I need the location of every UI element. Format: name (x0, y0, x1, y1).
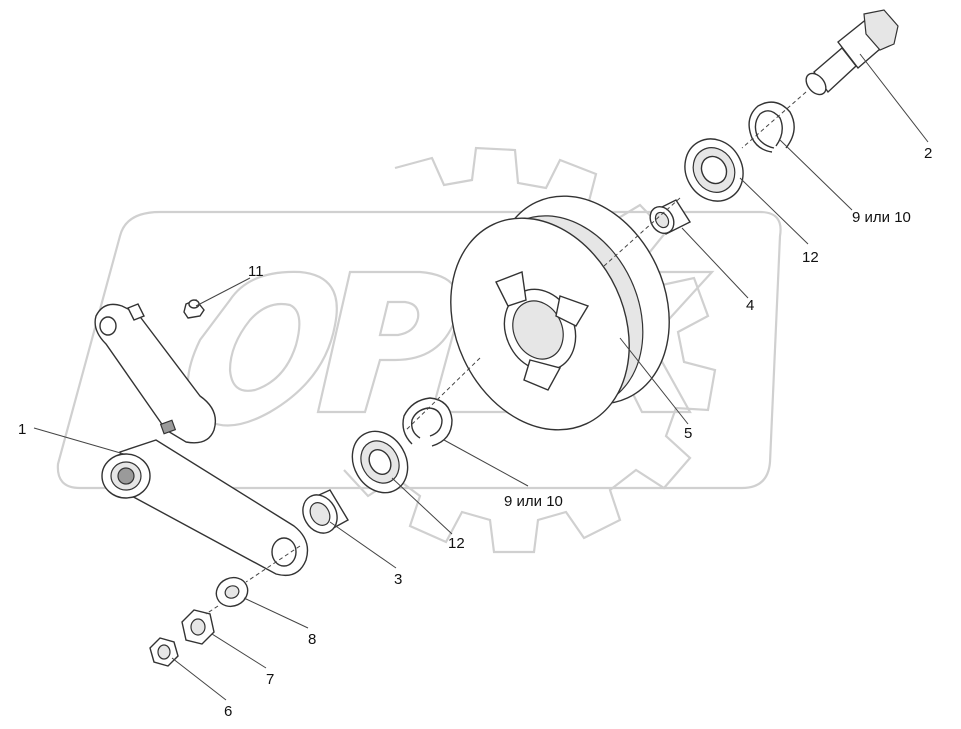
callout-label-12-lower: 12 (448, 535, 465, 552)
bushing-part-4 (649, 199, 692, 235)
watermark-rounded-frame (56, 210, 782, 490)
assembly-axis-lines (205, 91, 807, 615)
callout-label-9-or-10-lower: 9 или 10 (504, 493, 563, 510)
part-2-axle-bolt (805, 9, 899, 96)
spacer-part-3 (302, 489, 349, 534)
arm-lower-lever (119, 439, 309, 577)
callout-label-8: 8 (308, 631, 316, 648)
arm-pivot-bore (117, 467, 135, 485)
bolt-tip (805, 72, 827, 96)
callout-label-9-or-10-upper: 9 или 10 (852, 209, 911, 226)
callout-label-2: 2 (924, 145, 932, 162)
callout-leader-lines (33, 53, 929, 701)
pulley-spoke-1 (495, 271, 527, 307)
nut-part-7 (181, 609, 215, 645)
arm-upper-lever (94, 303, 217, 444)
callout-labels: 2 9 или 10 12 4 5 11 1 9 или 10 12 3 8 7… (18, 145, 932, 720)
callout-label-5: 5 (684, 425, 692, 442)
bolt-head (863, 9, 899, 51)
pulley-part-5 (450, 195, 670, 431)
callout-label-12-upper: 12 (802, 249, 819, 266)
watermark-gear-outline (343, 146, 717, 554)
retaining-ring-lower (402, 397, 453, 447)
pulley-hub-inner (512, 300, 564, 360)
pulley-spoke-3 (523, 359, 562, 391)
part-1-tensioner-arm (94, 303, 309, 577)
arm-square-slot (159, 419, 177, 435)
watermark-letter-o (186, 270, 338, 427)
callout-label-11: 11 (248, 263, 264, 280)
arm-pin (127, 303, 145, 321)
callout-label-6: 6 (224, 703, 232, 720)
locknut-part-6 (149, 637, 179, 667)
retaining-ring-upper (748, 101, 795, 153)
pulley-spoke-2 (555, 295, 590, 327)
callout-label-3: 3 (394, 571, 402, 588)
callout-label-4: 4 (746, 297, 754, 314)
bearing-upper (684, 138, 744, 202)
callout-label-7: 7 (266, 671, 274, 688)
bearing-lower (351, 430, 409, 494)
arm-upper-eye (99, 316, 117, 336)
grease-fitting-part-11 (183, 299, 205, 319)
arm-lower-eye (271, 537, 297, 567)
washer-part-8 (215, 576, 249, 608)
callout-label-1: 1 (18, 421, 26, 438)
